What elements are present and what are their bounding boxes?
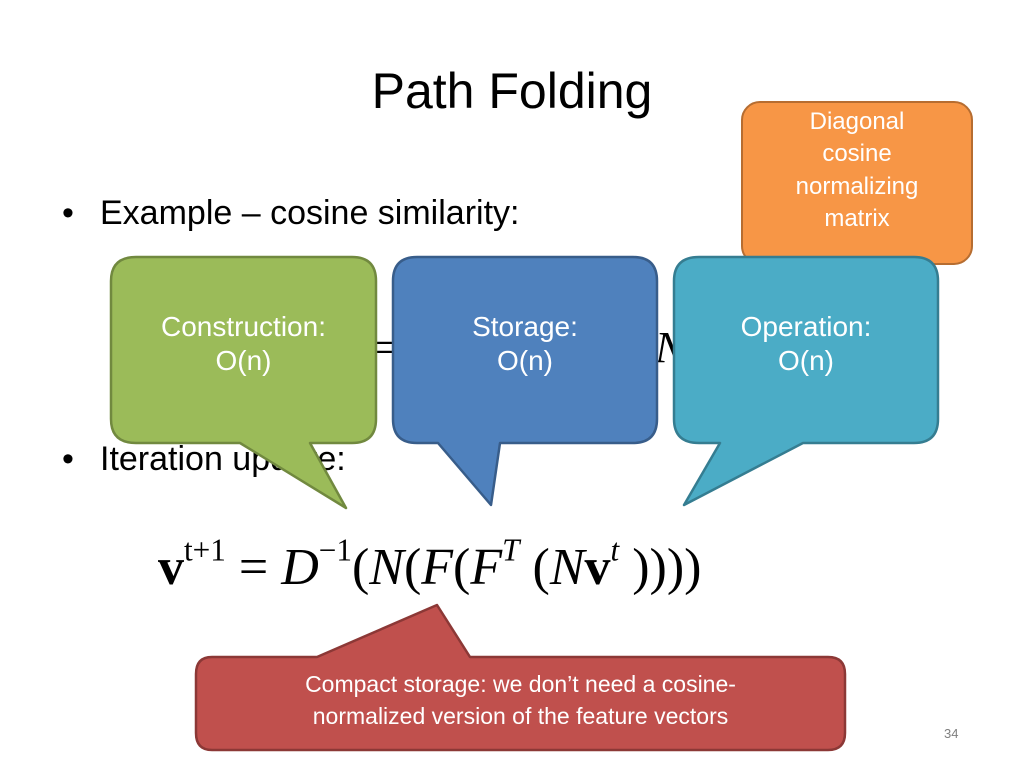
red-callout-bubble (194, 603, 847, 752)
iteration-equation: vt+1 = D−1(N(F(FT (Nvt )))) (158, 532, 702, 596)
teal-callout-text: Operation: O(n) (740, 311, 872, 377)
page-number: 34 (944, 726, 959, 741)
red-callout-text: Compact storage: we don’t need a cosine-… (305, 671, 736, 730)
blue-callout-bubble (391, 255, 659, 507)
bullet-text: Example – cosine similarity: (100, 194, 520, 232)
blue-callout-text: Storage: O(n) (472, 311, 578, 377)
bullet-marker: • (62, 194, 74, 232)
green-callout-bubble (109, 255, 378, 510)
bullet-marker: • (62, 440, 74, 478)
slide-title: Path Folding (371, 63, 653, 119)
teal-callout-bubble (672, 255, 940, 507)
orange-callout-text: Diagonal cosine normalizing matrix (795, 108, 919, 233)
green-callout-text: Construction: O(n) (161, 311, 326, 377)
